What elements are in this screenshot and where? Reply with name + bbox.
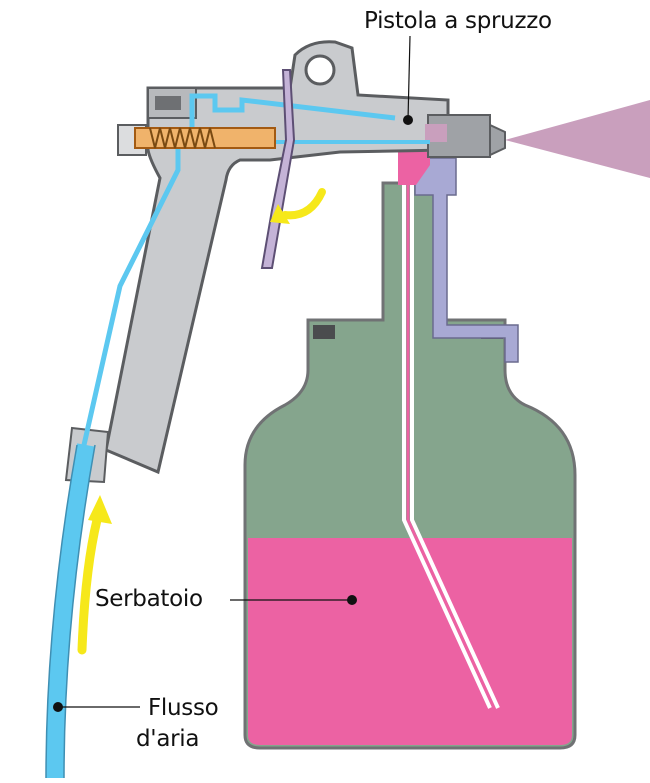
paint-level [248,538,572,745]
leader-gun [407,35,411,121]
tank-seal-left [313,325,335,339]
fluid-passage [414,157,519,363]
siphon-tube [402,170,500,709]
label-spray-gun: Pistola a spruzzo [364,8,552,34]
air-hose [46,443,95,779]
trigger-arrow [281,188,326,220]
spray-gun-body [64,40,506,484]
paint-nozzle-tip [425,124,447,142]
label-air-flow-line2: d'aria [136,726,200,752]
paint-inlet [398,152,430,185]
label-tank: Serbatoio [95,586,203,612]
spray-mist [505,100,650,178]
trigger [260,69,296,269]
air-flow-arrow [77,515,102,655]
hanging-hook-hole [304,54,336,86]
label-air-flow-line1: Flusso [148,695,219,721]
valve-spring [149,127,216,149]
